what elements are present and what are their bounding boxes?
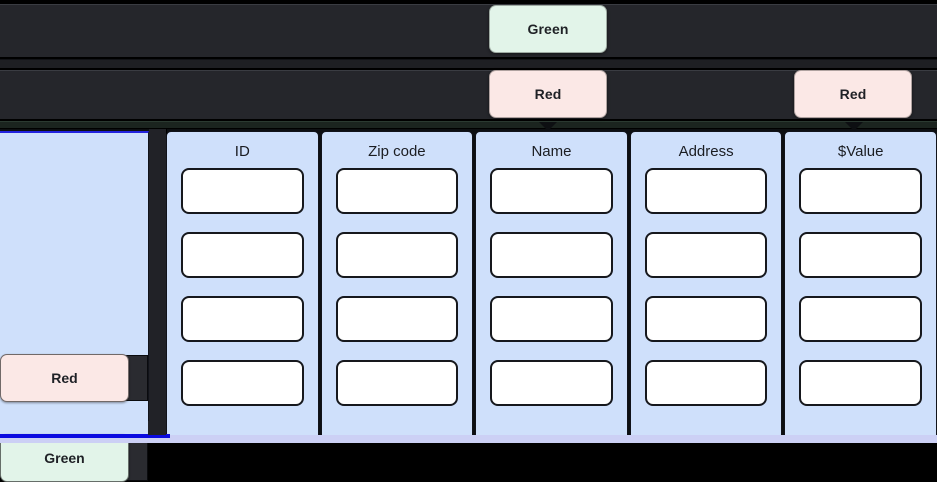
bottom-rail-accent: [0, 434, 170, 438]
caret-down-icon-value-column: [845, 122, 863, 131]
tag-chip-green-top-label: Green: [527, 21, 569, 37]
column-cells-name: [490, 168, 613, 442]
table: ID Zip code Name: [166, 131, 937, 443]
table-cell[interactable]: [181, 168, 304, 214]
side-tag-chip-green-label: Green: [44, 450, 85, 466]
tag-chip-green-top[interactable]: Green: [489, 5, 607, 53]
table-cell[interactable]: [181, 360, 304, 406]
column-header-name: Name: [531, 143, 572, 160]
left-panel: Red Green: [0, 131, 149, 482]
side-tag-chip-red-label: Red: [51, 370, 78, 386]
table-column-id[interactable]: ID: [166, 131, 319, 443]
header-band-row-2: [0, 70, 937, 120]
table-cell[interactable]: [490, 296, 613, 342]
table-cell[interactable]: [490, 360, 613, 406]
tag-chip-red-right-label: Red: [839, 86, 867, 102]
tag-chip-red-top[interactable]: Red: [489, 70, 607, 118]
table-cell[interactable]: [335, 168, 459, 214]
table-column-value[interactable]: $Value: [784, 131, 937, 443]
side-tag-chip-red[interactable]: Red: [0, 354, 129, 402]
table-cell[interactable]: [799, 360, 922, 406]
table-cell[interactable]: [490, 168, 613, 214]
table-cell[interactable]: [799, 232, 922, 278]
table-cell[interactable]: [644, 168, 768, 214]
tag-chip-red-top-label: Red: [534, 86, 562, 102]
column-header-zip-code: Zip code: [368, 143, 426, 160]
caret-down-icon-name-column: [539, 122, 557, 131]
table-column-address[interactable]: Address: [629, 131, 783, 443]
table-column-name[interactable]: Name: [475, 131, 628, 443]
table-cell[interactable]: [799, 168, 922, 214]
column-cells-zip-code: [335, 168, 459, 442]
vertical-gutter: [149, 129, 167, 441]
column-header-id: ID: [234, 143, 250, 160]
screen-root: Green Red Red Red Green ID: [0, 4, 937, 482]
bottom-gutter-nub: [148, 421, 166, 435]
column-cells-id: [181, 168, 304, 442]
table-cell[interactable]: [490, 232, 613, 278]
table-cell[interactable]: [644, 296, 768, 342]
column-cells-value: [799, 168, 922, 442]
table-cell[interactable]: [644, 232, 768, 278]
column-header-address: Address: [678, 143, 734, 160]
table-cell[interactable]: [181, 232, 304, 278]
header-band-gap: [0, 59, 937, 69]
column-cells-address: [644, 168, 768, 442]
table-cell[interactable]: [644, 360, 768, 406]
table-column-zip-code[interactable]: Zip code: [320, 131, 474, 443]
workspace: Red Green ID Zip code: [0, 129, 937, 482]
table-cell[interactable]: [335, 232, 459, 278]
tag-chip-red-right[interactable]: Red: [794, 70, 912, 118]
bottom-rail: [0, 435, 937, 443]
table-cell[interactable]: [799, 296, 922, 342]
header-band-row-3: [0, 121, 937, 129]
column-header-value: $Value: [837, 143, 884, 160]
table-cell[interactable]: [335, 360, 459, 406]
header-band-row-1: [0, 4, 937, 58]
table-cell[interactable]: [335, 296, 459, 342]
table-cell[interactable]: [181, 296, 304, 342]
